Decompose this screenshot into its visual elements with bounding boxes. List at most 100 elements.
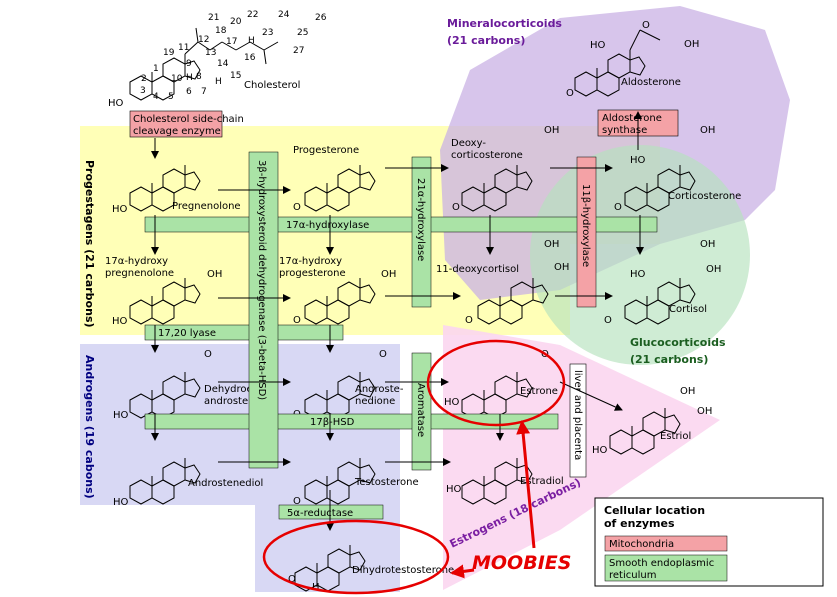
androgens-label: Androgens (19 cabons)	[83, 355, 96, 499]
estrone-highlight-circle	[426, 339, 566, 427]
corticosterone-oh-label: OH	[700, 125, 715, 136]
progesterone-name: Progesterone	[293, 145, 359, 156]
carbon-7: 7	[201, 87, 207, 97]
progestagens-label: Progestagens (21 carbons)	[83, 160, 96, 328]
legend-er-label-2: reticulum	[609, 570, 656, 581]
testosterone-name: Testosterone	[354, 477, 419, 488]
estriol-oh2-label: OH	[697, 406, 712, 417]
pregnenolone-name: Pregnenolone	[172, 201, 241, 212]
androstenedione-name-2: nedione	[355, 396, 395, 407]
carbon-23: 23	[262, 28, 273, 38]
estriol-name: Estriol	[660, 431, 691, 442]
carbon-12: 12	[198, 35, 209, 45]
cholesterol-structure	[129, 27, 279, 101]
hydroxylase21-bar	[411, 156, 432, 308]
dht-highlight-circle	[262, 519, 450, 595]
cortisol-name: Cortisol	[669, 304, 707, 315]
dht-h-label: H	[312, 582, 320, 593]
aldosterone-synthase-line2: synthase	[602, 125, 647, 136]
pathway-arrows	[151, 111, 644, 531]
cortisol-oh2-label: OH	[706, 264, 721, 275]
legend-title-1: Cellular location	[604, 504, 705, 517]
glucocorticoid-region	[530, 145, 750, 365]
carbon-5: 5	[168, 92, 174, 102]
cholesterol-name: Cholesterol	[244, 80, 300, 91]
hp-progesterone-o-label: O	[293, 315, 301, 326]
aldosterone-synthase-line1: Aldosterone	[602, 113, 662, 124]
legend-mito-swatch	[604, 535, 728, 552]
carbon-18: 18	[215, 26, 227, 36]
cortisol-oh-label: OH	[700, 239, 715, 250]
androstenedione-name-1: Androste-	[355, 384, 404, 395]
dht-name: Dihydrotestosterone	[352, 565, 454, 576]
androgen-region	[80, 344, 400, 592]
aldosterone-o-ring: O	[566, 88, 574, 99]
hsd3b-bar	[248, 151, 279, 469]
deoxycortisol-o-label: O	[465, 315, 473, 326]
dhea-name-1: Dehydroepi-	[204, 384, 266, 395]
liver-placenta-label: liver and placenta	[572, 370, 583, 460]
hp-progesterone-name-1: 17α-hydroxy	[279, 256, 342, 267]
carbon-24: 24	[278, 10, 290, 20]
carbon-9: 9	[186, 59, 192, 69]
cholesterol-carbon-numbers: 21 20 22 24 26 18 23 25 19 11 12 17 H 16…	[108, 10, 327, 109]
carbon-19: 19	[163, 48, 175, 58]
mineralocorticoids-title: Mineralocorticoids	[447, 17, 562, 30]
androstenedione-o-label: O	[379, 349, 387, 360]
carbon-20: 20	[230, 17, 242, 27]
hydroxylase17-label: 17α-hydroxylase	[286, 220, 369, 231]
legend-er-label-1: Smooth endoplasmic	[609, 558, 714, 569]
carbon-16: 16	[244, 53, 256, 63]
dhea-o-label: O	[204, 349, 212, 360]
aldosterone-name: Aldosterone	[621, 77, 681, 88]
estradiol-name: Estradiol	[520, 476, 564, 487]
reductase5a-bar	[278, 504, 384, 520]
estrone-ho-label: HO	[444, 397, 460, 408]
aromatase-label: Aromatase	[415, 383, 426, 437]
moobies-label: MOOBIES	[472, 552, 571, 574]
legend-er-swatch	[604, 554, 728, 582]
carbon-14: 14	[217, 59, 229, 69]
glucocorticoids-title: Glucocorticoids	[630, 336, 726, 349]
hydroxylase11-bar	[576, 156, 597, 308]
cortisol-o-label: O	[604, 315, 612, 326]
deoxycorticosterone-o-label: O	[452, 202, 460, 213]
carbon-22: 22	[247, 10, 258, 20]
scc-enzyme-line1: Cholesterol side-chain	[133, 114, 244, 125]
cortisol-ho-label: HO	[630, 269, 646, 280]
h-9: H	[186, 73, 193, 83]
carbon-15: 15	[230, 71, 241, 81]
carbon-25: 25	[297, 28, 308, 38]
deoxycortisol-oh2-label: OH	[554, 262, 569, 273]
hp-progesterone-oh-label: OH	[381, 269, 396, 280]
dht-o-label: O	[288, 574, 296, 585]
carbon-21: 21	[208, 13, 219, 23]
hydroxylase11-label: 11β-hydroxylase	[580, 184, 591, 267]
corticosterone-o-label: O	[614, 202, 622, 213]
moobies-arrow-to-estrone	[516, 420, 536, 549]
carbon-1: 1	[153, 64, 159, 74]
dhea-name-2: androsterone	[204, 396, 271, 407]
carbon-2: 2	[141, 74, 147, 84]
carbon-11: 11	[178, 43, 189, 53]
pregnenolone-ho-label: HO	[112, 204, 128, 215]
lyase-label: 17,20 lyase	[158, 328, 216, 339]
moobies-arrow-to-dht	[450, 564, 475, 579]
legend-mito-label: Mitochondria	[609, 539, 674, 550]
glucocorticoids-sub: (21 carbons)	[630, 353, 708, 366]
aldosterone-structure	[574, 29, 661, 97]
deoxycorticosterone-name-2: corticosterone	[451, 150, 523, 161]
testosterone-o-label: O	[293, 496, 301, 507]
scc-enzyme-box	[129, 110, 223, 138]
carbon-26: 26	[315, 13, 327, 23]
carbon-4: 4	[153, 92, 159, 102]
estriol-oh-label: OH	[680, 386, 695, 397]
corticosterone-ho-label: HO	[630, 155, 646, 166]
carbon-27: 27	[293, 46, 304, 56]
carbon-8: 8	[196, 72, 202, 82]
hsd17b-label: 17β-HSD	[310, 417, 355, 428]
mineralocorticoids-sub: (21 carbons)	[447, 34, 525, 47]
carbon-17: 17	[226, 37, 237, 47]
deoxycorticosterone-oh-label: OH	[544, 125, 559, 136]
dhea-ho-label: HO	[113, 410, 129, 421]
